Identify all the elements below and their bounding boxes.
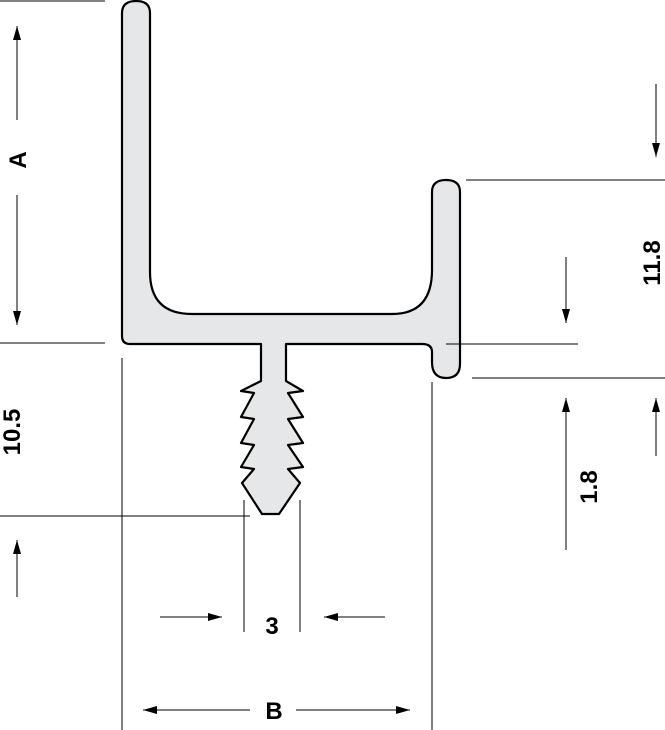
profile-section [120,0,462,516]
dimension-stem-length: 10.5 [0,409,26,597]
dimension-stem-width-label: 3 [265,613,278,640]
dimension-lip-height-label: 11.8 [639,240,665,285]
dimension-lip-thickness-label: 1.8 [576,470,603,503]
dimension-a: A [5,26,32,325]
dimension-a-label: A [5,151,32,168]
dimension-stem-width: 3 [160,613,385,640]
dimension-b-label: B [265,698,282,725]
dimension-stem-length-label: 10.5 [0,409,26,456]
dimension-lip-thickness: 1.8 [562,257,660,550]
dimension-lip-height: 11.8 [639,84,665,286]
dimension-b: B [143,698,410,725]
